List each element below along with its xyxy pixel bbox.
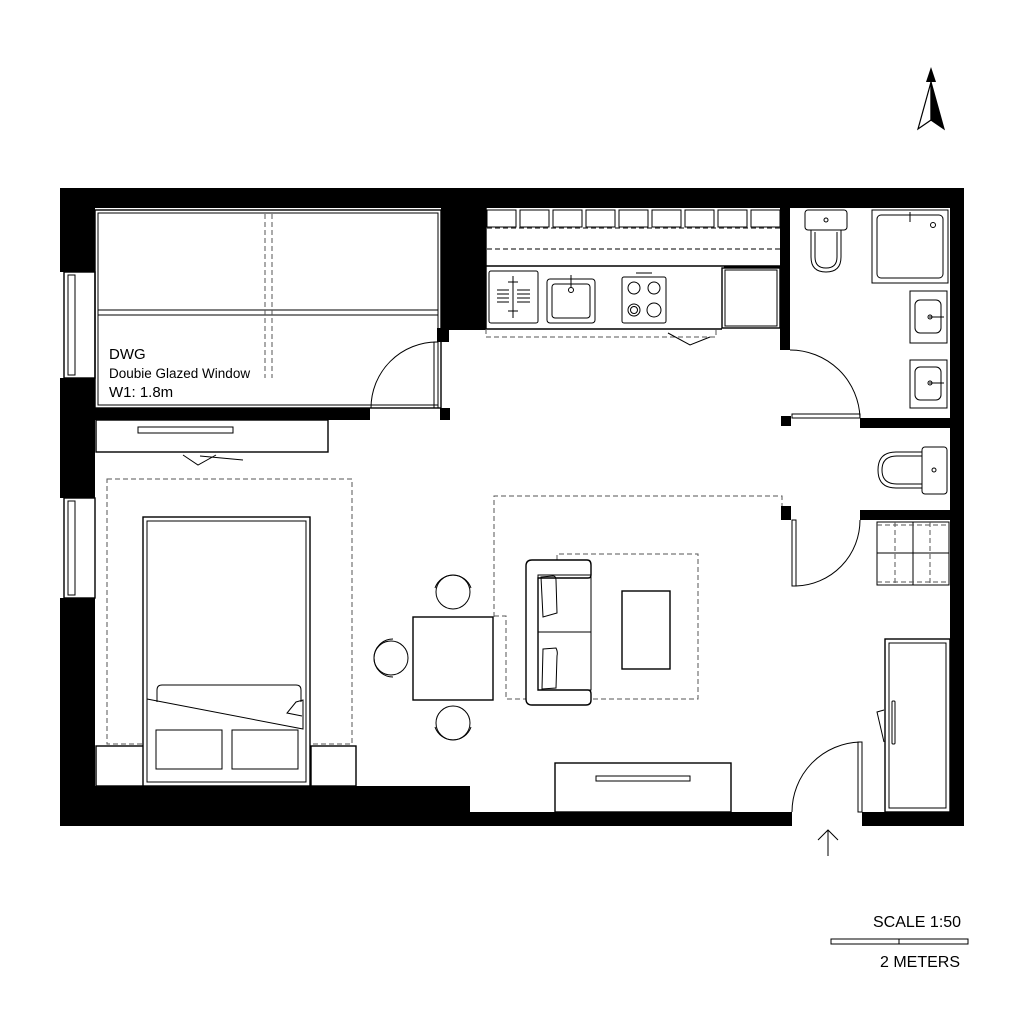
door-top-left-room[interactable] [370,341,439,409]
door-wc[interactable] [791,519,861,587]
dining-table [412,616,494,701]
coffee-table [621,590,671,670]
scale-bar [830,938,969,945]
double-bed [142,516,311,787]
cooktop [621,272,667,324]
door-bathroom[interactable] [789,349,861,419]
entrance-closet [876,638,951,813]
dining-set [373,574,494,741]
kitchen [485,208,781,346]
appliance-unit [721,266,781,329]
wc [877,446,948,495]
nightstand-left [95,745,145,787]
toilet [877,446,948,495]
upper-cabinets [486,209,781,250]
chair [434,574,472,610]
top-left-room [94,209,442,409]
toilet [804,209,848,273]
bathroom-basin [909,290,948,344]
storage-shelves [876,521,950,586]
nightstand-right [310,745,357,787]
window-size-label: W1: 1.8m [109,384,174,401]
tv-unit [554,762,732,813]
window-description-label: Doubie Glazed Window [109,366,251,381]
shower-tray [871,209,949,284]
exterior-walls [60,188,964,826]
window-w1-lower [63,497,96,599]
window-w1-upper [63,271,96,379]
bathroom [804,209,949,409]
entrance-arrow-icon [817,829,839,856]
bathroom-basin [909,359,948,409]
living-area [493,495,783,706]
chair [434,705,472,741]
interior-walls [95,188,950,520]
scale-length-label: 2 METERS [880,954,961,971]
sofa [525,559,592,706]
bedroom [95,478,357,787]
north-arrow-icon [916,67,946,131]
door-entrance[interactable] [791,741,863,813]
chair [373,638,409,678]
kitchen-sink [546,275,596,324]
dish-drainer [488,270,539,324]
wardrobe [95,419,329,466]
scale-label: SCALE 1:50 [873,914,962,931]
window-code-label: DWG [109,346,146,363]
